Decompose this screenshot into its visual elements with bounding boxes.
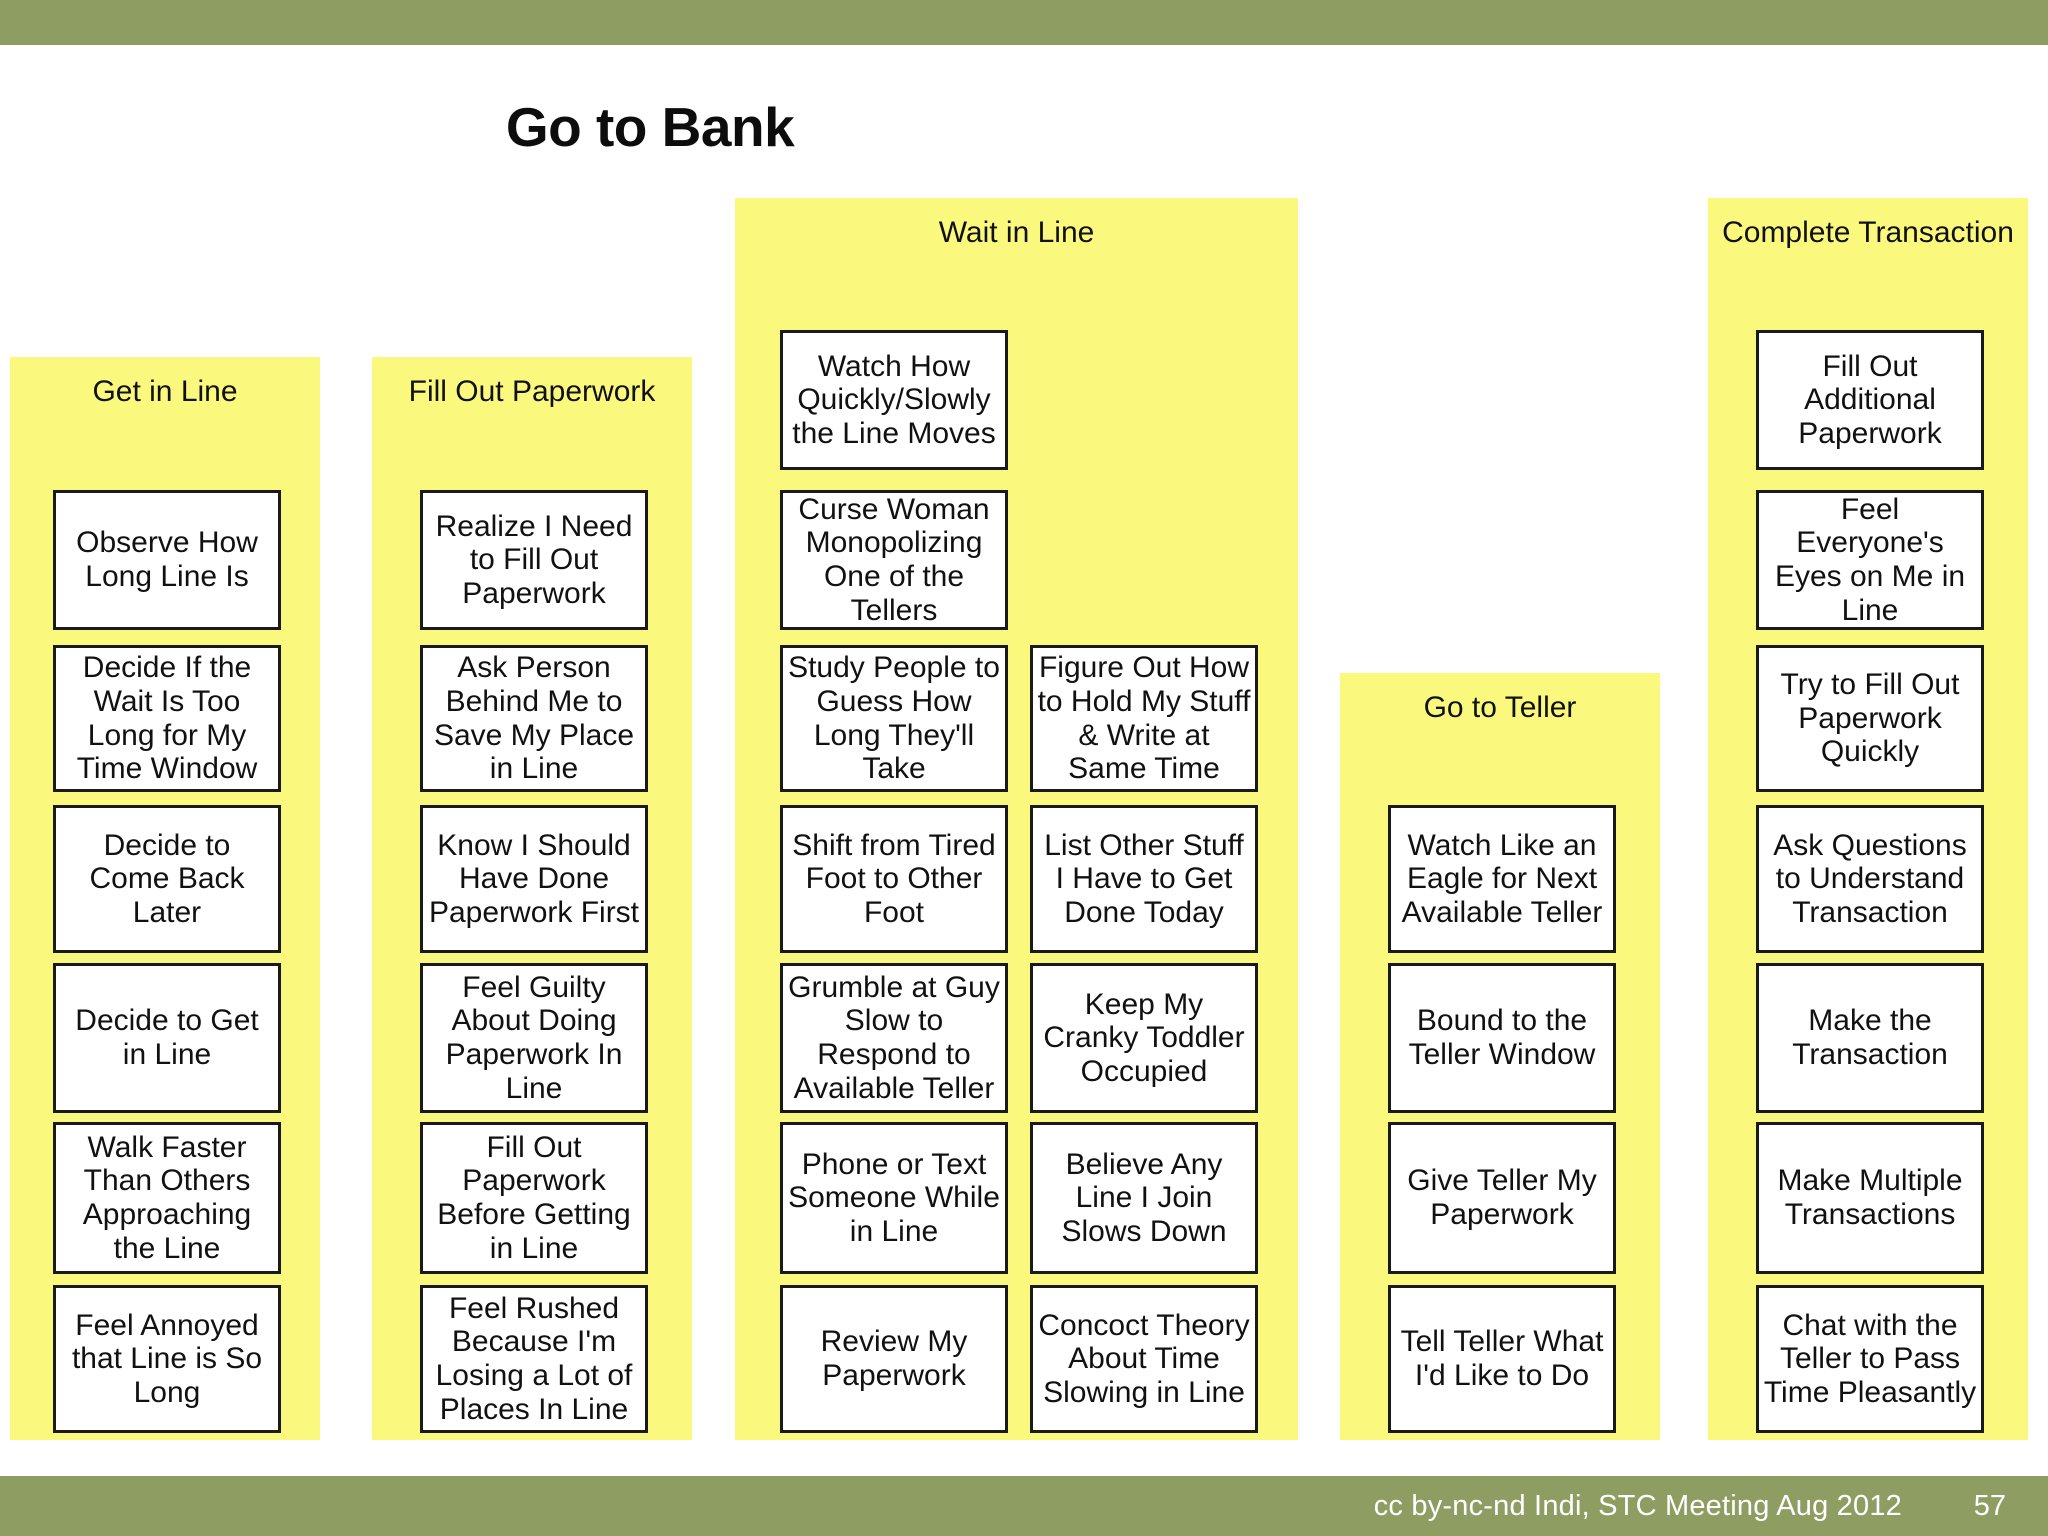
box-label: Ask Person Behind Me to Save My Place in… [433,651,635,786]
box-label: Decide to Get in Line [75,1004,259,1071]
page-title: Go to Bank [505,96,795,158]
box-label: Make Multiple Transactions [1777,1164,1963,1231]
box-label: Feel Annoyed that Line is So Long [71,1308,263,1409]
box-make-multiple-transactions: Make Multiple Transactions [1756,1122,1984,1274]
box-observe-how-long-line-is: Observe How Long Line Is [53,490,281,630]
box-ask-person-behind-me: Ask Person Behind Me to Save My Place in… [420,645,648,792]
box-realize-i-need-paperwork: Realize I Need to Fill Out Paperwork [420,490,648,630]
box-decide-come-back-later: Decide to Come Back Later [53,805,281,953]
box-walk-faster-than-others: Walk Faster Than Others Approaching the … [53,1122,281,1274]
box-ask-questions-to-understand: Ask Questions to Understand Transaction [1756,805,1984,953]
box-curse-woman-monopolizing-teller: Curse Woman Monopolizing One of the Tell… [780,490,1008,630]
box-label: Tell Teller What I'd Like to Do [1400,1325,1604,1392]
box-label: List Other Stuff I Have to Get Done Toda… [1044,828,1244,929]
box-label: Shift from Tired Foot to Other Foot [792,828,996,929]
box-label: Phone or Text Someone While in Line [788,1147,1000,1248]
box-label: Decide to Come Back Later [89,828,245,929]
box-label: Believe Any Line I Join Slows Down [1061,1147,1227,1248]
box-label: Feel Rushed Because I'm Losing a Lot of … [435,1291,633,1426]
box-study-people-guess-how-long: Study People to Guess How Long They'll T… [780,645,1008,792]
box-list-other-stuff-to-get-done: List Other Stuff I Have to Get Done Toda… [1030,805,1258,953]
box-decide-if-wait-too-long: Decide If the Wait Is Too Long for My Ti… [53,645,281,792]
panel-title-go-to-teller: Go to Teller [1423,691,1577,724]
box-label: Walk Faster Than Others Approaching the … [82,1130,252,1265]
box-review-my-paperwork: Review My Paperwork [780,1285,1008,1433]
box-label: Review My Paperwork [820,1325,968,1392]
box-label: Feel Guilty About Doing Paperwork In Lin… [445,970,623,1105]
footer-page-number: 57 [1973,1489,2006,1522]
box-feel-annoyed-line-so-long: Feel Annoyed that Line is So Long [53,1285,281,1433]
box-concoct-theory-time-slowing: Concoct Theory About Time Slowing in Lin… [1030,1285,1258,1433]
box-label: Give Teller My Paperwork [1407,1164,1597,1231]
box-label: Curse Woman Monopolizing One of the Tell… [798,492,990,627]
box-try-to-fill-out-quickly: Try to Fill Out Paperwork Quickly [1756,645,1984,792]
box-label: Study People to Guess How Long They'll T… [788,651,1000,786]
box-label: Watch How Quickly/Slowly the Line Moves [792,349,996,450]
box-label: Know I Should Have Done Paperwork First [428,828,640,929]
box-bound-to-teller-window: Bound to the Teller Window [1388,963,1616,1113]
box-watch-how-quickly-line-moves: Watch How Quickly/Slowly the Line Moves [780,330,1008,470]
panel-title-wait-in-line: Wait in Line [938,216,1095,249]
box-label: Watch Like an Eagle for Next Available T… [1401,828,1603,929]
box-label: Feel Everyone's Eyes on Me in Line [1774,492,1966,627]
box-label: Decide If the Wait Is Too Long for My Ti… [76,651,258,786]
box-shift-from-tired-foot: Shift from Tired Foot to Other Foot [780,805,1008,953]
panel-title-get-in-line: Get in Line [92,375,238,408]
box-label: Chat with the Teller to Pass Time Pleasa… [1763,1308,1977,1409]
box-make-the-transaction: Make the Transaction [1756,963,1984,1113]
bottom-color-band [0,1476,2048,1536]
box-fill-out-additional-paperwork: Fill Out Additional Paperwork [1756,330,1984,470]
box-believe-any-line-i-join-slows: Believe Any Line I Join Slows Down [1030,1122,1258,1274]
box-label: Concoct Theory About Time Slowing in Lin… [1038,1308,1250,1409]
box-feel-guilty-paperwork-in-line: Feel Guilty About Doing Paperwork In Lin… [420,963,648,1113]
box-feel-everyones-eyes-on-me: Feel Everyone's Eyes on Me in Line [1756,490,1984,630]
box-chat-with-teller-pass-time: Chat with the Teller to Pass Time Pleasa… [1756,1285,1984,1433]
box-grumble-at-guy-slow: Grumble at Guy Slow to Respond to Availa… [780,963,1008,1113]
box-keep-cranky-toddler-occupied: Keep My Cranky Toddler Occupied [1030,963,1258,1113]
box-label: Observe How Long Line Is [76,526,258,593]
box-label: Grumble at Guy Slow to Respond to Availa… [788,970,1000,1105]
box-fill-out-before-getting-in-line: Fill Out Paperwork Before Getting in Lin… [420,1122,648,1274]
box-label: Ask Questions to Understand Transaction [1773,828,1967,929]
box-label: Fill Out Paperwork Before Getting in Lin… [437,1130,631,1265]
box-decide-to-get-in-line: Decide to Get in Line [53,963,281,1113]
box-watch-like-an-eagle: Watch Like an Eagle for Next Available T… [1388,805,1616,953]
box-label: Try to Fill Out Paperwork Quickly [1780,668,1960,769]
box-figure-out-how-to-hold-stuff: Figure Out How to Hold My Stuff & Write … [1030,645,1258,792]
box-give-teller-my-paperwork: Give Teller My Paperwork [1388,1122,1616,1274]
box-label: Figure Out How to Hold My Stuff & Write … [1037,651,1251,786]
box-label: Keep My Cranky Toddler Occupied [1043,987,1245,1088]
panel-title-fill-out-paperwork: Fill Out Paperwork [408,375,656,408]
box-phone-or-text-someone: Phone or Text Someone While in Line [780,1122,1008,1274]
box-label: Realize I Need to Fill Out Paperwork [435,509,633,610]
box-tell-teller-what-id-like-to-do: Tell Teller What I'd Like to Do [1388,1285,1616,1433]
footer-credit: cc by-nc-nd Indi, STC Meeting Aug 2012 [1373,1489,1902,1522]
panel-title-complete-transaction: Complete Transaction [1722,216,2014,249]
top-color-band [0,0,2048,45]
box-label: Fill Out Additional Paperwork [1798,349,1942,450]
box-label: Bound to the Teller Window [1408,1004,1596,1071]
box-know-i-should-have-done-first: Know I Should Have Done Paperwork First [420,805,648,953]
box-label: Make the Transaction [1792,1004,1948,1071]
box-feel-rushed-losing-places: Feel Rushed Because I'm Losing a Lot of … [420,1285,648,1433]
